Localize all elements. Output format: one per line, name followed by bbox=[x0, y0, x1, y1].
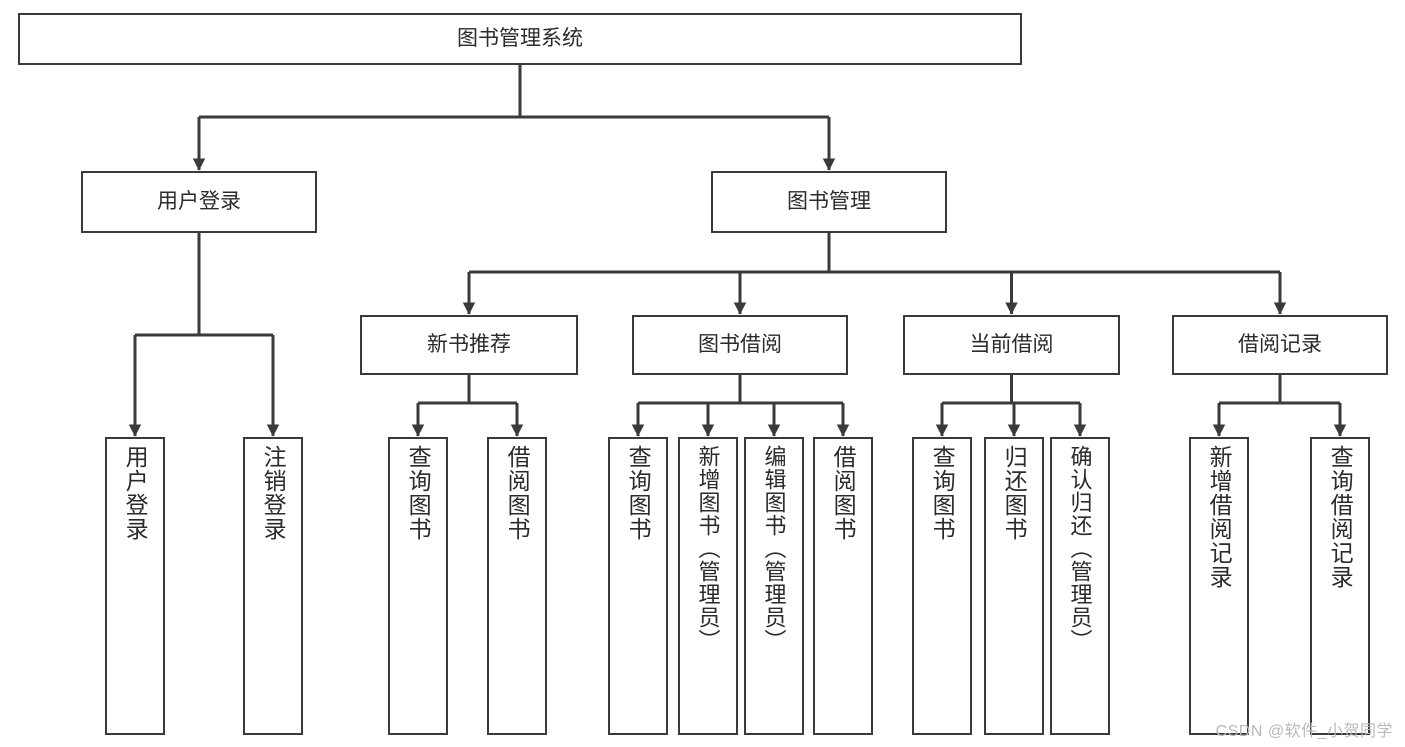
node-label-leaf-query-book-2: 查询图书 bbox=[625, 445, 652, 541]
node-label-leaf-query-book-3: 查询图书 bbox=[929, 445, 956, 541]
node-leaf-add-record[interactable]: 新增借阅记录 bbox=[1189, 437, 1249, 735]
node-label-leaf-query-record: 查询借阅记录 bbox=[1327, 445, 1354, 589]
node-label-leaf-return-book: 归还图书 bbox=[1001, 445, 1028, 541]
node-newbook[interactable]: 新书推荐 bbox=[360, 315, 578, 375]
node-label-newbook: 新书推荐 bbox=[427, 332, 511, 356]
node-label-current: 当前借阅 bbox=[969, 332, 1054, 356]
node-label-leaf-user-logout: 注销登录 bbox=[260, 445, 287, 541]
node-label-bookmgmt: 图书管理 bbox=[787, 189, 871, 213]
node-leaf-query-book-3[interactable]: 查询图书 bbox=[912, 437, 972, 735]
node-leaf-user-logout[interactable]: 注销登录 bbox=[243, 437, 303, 735]
node-label-leaf-add-record: 新增借阅记录 bbox=[1206, 445, 1233, 589]
node-bookmgmt[interactable]: 图书管理 bbox=[711, 171, 947, 233]
node-leaf-borrow-book-1[interactable]: 借阅图书 bbox=[487, 437, 547, 735]
node-leaf-add-book[interactable]: 新增图书（管理员） bbox=[678, 437, 738, 735]
node-root[interactable]: 图书管理系统 bbox=[18, 13, 1022, 65]
node-login[interactable]: 用户登录 bbox=[81, 171, 317, 233]
node-label-login: 用户登录 bbox=[157, 189, 241, 213]
node-leaf-query-book-2[interactable]: 查询图书 bbox=[608, 437, 668, 735]
node-leaf-query-record[interactable]: 查询借阅记录 bbox=[1310, 437, 1370, 735]
node-leaf-user-login[interactable]: 用户登录 bbox=[105, 437, 165, 735]
node-leaf-edit-book[interactable]: 编辑图书（管理员） bbox=[744, 437, 804, 735]
node-leaf-query-book-1[interactable]: 查询图书 bbox=[388, 437, 448, 735]
node-current[interactable]: 当前借阅 bbox=[903, 315, 1120, 375]
node-label-leaf-user-login: 用户登录 bbox=[122, 445, 149, 541]
node-label-leaf-confirm-return: 确认归还（管理员） bbox=[1067, 445, 1093, 652]
node-borrow[interactable]: 图书借阅 bbox=[632, 315, 848, 375]
node-label-leaf-edit-book: 编辑图书（管理员） bbox=[761, 445, 787, 652]
node-label-leaf-borrow-book-1: 借阅图书 bbox=[504, 445, 531, 541]
node-label-leaf-borrow-book-2: 借阅图书 bbox=[830, 445, 857, 541]
node-leaf-borrow-book-2[interactable]: 借阅图书 bbox=[813, 437, 873, 735]
node-leaf-confirm-return[interactable]: 确认归还（管理员） bbox=[1050, 437, 1110, 735]
node-label-borrow: 图书借阅 bbox=[698, 332, 782, 356]
node-label-leaf-add-book: 新增图书（管理员） bbox=[695, 445, 721, 652]
node-label-root: 图书管理系统 bbox=[457, 26, 583, 50]
node-leaf-return-book[interactable]: 归还图书 bbox=[984, 437, 1044, 735]
node-records[interactable]: 借阅记录 bbox=[1172, 315, 1388, 375]
node-label-records: 借阅记录 bbox=[1238, 332, 1322, 356]
node-label-leaf-query-book-1: 查询图书 bbox=[405, 445, 432, 541]
